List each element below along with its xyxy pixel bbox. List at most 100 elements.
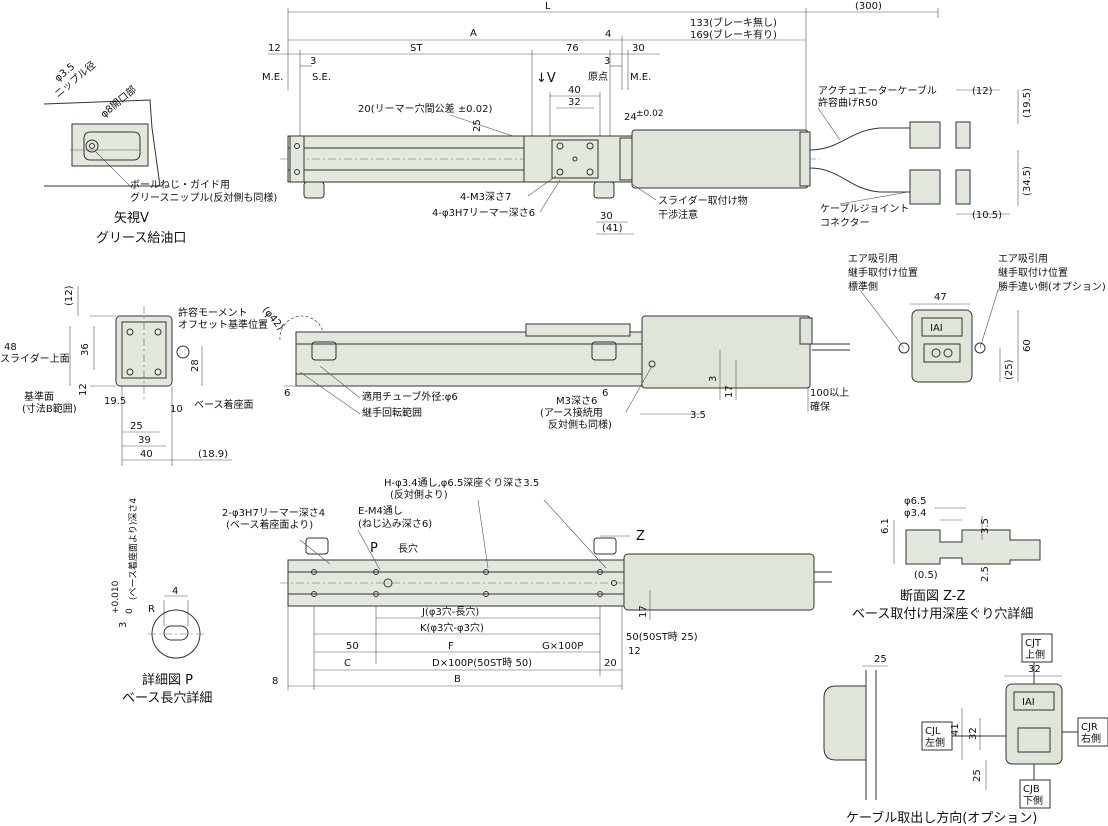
m3-note-1: M3深さ6 bbox=[556, 395, 597, 407]
view-v-title-1: 矢視V bbox=[114, 211, 149, 226]
dim-39: 39 bbox=[138, 435, 151, 446]
air-left-3: 標準側 bbox=[848, 280, 878, 293]
slot-label: 長穴 bbox=[398, 542, 418, 555]
detail-P-marker: P bbox=[370, 541, 378, 556]
reamer-1: 2-φ3H7リーマー深さ4 bbox=[222, 507, 325, 519]
dim-19-5: (19.5) bbox=[1022, 88, 1033, 118]
h-holes-2: (反対側より) bbox=[390, 488, 448, 501]
cable-direction: 25 IAI 32 41 32 25 CJT 上側 CJL 左側 CJR 右側 … bbox=[823, 633, 1108, 826]
phi3h7-note: 4-φ3H7リーマー深さ6 bbox=[432, 207, 535, 219]
right-end-logo: IAI bbox=[930, 323, 943, 334]
dim-17: 17 bbox=[724, 385, 735, 398]
dim-12: 12 bbox=[628, 646, 641, 657]
dim-34-5: (34.5) bbox=[1022, 166, 1033, 196]
dim-L: L bbox=[545, 1, 551, 12]
dim-24-tol: ±0.02 bbox=[636, 109, 664, 119]
side-view: (φ42) 6 6 適用チューブ外径:φ6 継手回転範囲 M3深さ6 (アース接… bbox=[260, 305, 850, 431]
depth-note: (ベース着座面より)深さ4 bbox=[127, 498, 139, 600]
dim-32: 32 bbox=[568, 97, 581, 108]
dim-6b: 6 bbox=[602, 388, 608, 399]
cable-note-1: アクチュエーターケーブル bbox=[818, 84, 937, 97]
grease-note-1: ボールねじ・ガイド用 bbox=[130, 179, 230, 191]
dim-30: 30 bbox=[632, 43, 645, 54]
tol-zero: 0 bbox=[125, 608, 135, 614]
label-me-right: M.E. bbox=[630, 72, 651, 83]
cable-logo: IAI bbox=[1022, 697, 1035, 708]
view-v-arrow: ↓V bbox=[536, 71, 556, 86]
dim-17: 17 bbox=[638, 605, 649, 618]
slider-note-1: スライダー取付け物 bbox=[658, 194, 748, 207]
end-view: (12) 許容モーメント オフセット基準位置 48 スライダー上面 36 28 … bbox=[0, 285, 268, 466]
bend-note-1: 100以上 bbox=[810, 387, 849, 399]
view-v-detail: φ3.5 ニップル径 φ8開口部 ボールねじ・ガイド用 グリースニップル(反対側… bbox=[43, 58, 277, 246]
cjb-1: CJB bbox=[1023, 784, 1040, 795]
air-left-2: 継手取付け位置 bbox=[848, 266, 918, 279]
dim-76: 76 bbox=[566, 43, 579, 54]
cjr-1: CJR bbox=[1081, 722, 1098, 733]
h-holes-1: H-φ3.4通し,φ6.5深座ぐり深さ3.5 bbox=[384, 476, 539, 489]
dim-F: F bbox=[448, 641, 454, 652]
dim-4: 4 bbox=[172, 586, 178, 597]
air-left-1: エア吸引用 bbox=[848, 253, 898, 265]
dim-25: 25 bbox=[130, 421, 143, 432]
e-m4-1: E-M4通し bbox=[358, 505, 403, 517]
dim-50st: 50(50ST時 25) bbox=[626, 631, 698, 643]
m3-note-3: 反対側も同様) bbox=[548, 418, 612, 431]
section-zz-title-1: 断面図 Z-Z bbox=[900, 589, 966, 604]
dim-60: 60 bbox=[1022, 339, 1033, 352]
dim-3-5: 3.5 bbox=[980, 518, 991, 534]
dim-169: 169(ブレーキ有り) bbox=[690, 28, 777, 41]
dim-25p: (25) bbox=[1004, 359, 1015, 380]
air-right-1: エア吸引用 bbox=[998, 253, 1048, 265]
cjb-2: 下側 bbox=[1023, 794, 1043, 807]
label-origin: 原点 bbox=[588, 71, 608, 83]
view-v-title-2: グリース給油口 bbox=[96, 231, 186, 246]
cjt-2: 上側 bbox=[1025, 648, 1045, 661]
detail-p: 4 3 +0.010 0 (ベース着座面より)深さ4 R 詳細図 P ベース長穴… bbox=[111, 498, 212, 706]
dim-30b: 30 bbox=[600, 211, 613, 222]
dim-300: (300) bbox=[855, 1, 882, 12]
dim-C: C bbox=[344, 658, 351, 669]
dim-40: 40 bbox=[568, 85, 581, 96]
dim-41: (41) bbox=[602, 223, 623, 234]
dim-32b: 32 bbox=[968, 727, 979, 740]
dim-40: 40 bbox=[140, 449, 153, 460]
dim-24: 24 bbox=[624, 112, 637, 123]
z-top: Z bbox=[636, 529, 645, 544]
ref-face-2: (寸法B範囲) bbox=[22, 402, 77, 415]
label-se: S.E. bbox=[312, 72, 331, 83]
dim-10: 10 bbox=[170, 404, 183, 415]
slider-top-label: スライダー上面 bbox=[0, 352, 70, 365]
dim-A: A bbox=[470, 28, 477, 39]
reamer-2: (ベース着座面より) bbox=[226, 518, 313, 531]
bend-note-2: 確保 bbox=[810, 400, 830, 413]
right-end-view: エア吸引用 継手取付け位置 標準側 エア吸引用 継手取付け位置 勝手違い側(オプ… bbox=[848, 253, 1106, 383]
dim-28: 28 bbox=[190, 359, 201, 372]
dim-18-9: (18.9) bbox=[198, 449, 228, 460]
dim-41: 41 bbox=[950, 723, 961, 736]
dim-D: D×100P(50ST時 50) bbox=[432, 657, 532, 669]
slider-note-2: 干渉注意 bbox=[658, 208, 698, 221]
detail-p-title-1: 詳細図 P bbox=[142, 672, 193, 688]
bottom-view: H-φ3.4通し,φ6.5深座ぐり深さ3.5 (反対側より) E-M4通し (ね… bbox=[222, 476, 832, 690]
phi3-4: φ3.4 bbox=[904, 508, 927, 519]
tube-note: 適用チューブ外径:φ6 bbox=[362, 390, 458, 403]
dim-3a: 3 bbox=[310, 56, 316, 67]
dim-6: 6 bbox=[284, 388, 290, 399]
dim-B: B bbox=[454, 674, 461, 685]
dim-8: 8 bbox=[272, 676, 278, 687]
moment-note-1: 許容モーメント bbox=[178, 306, 248, 319]
dim-12b: 12 bbox=[78, 383, 89, 396]
phi6-5: φ6.5 bbox=[904, 496, 927, 507]
dim-G: G×100P bbox=[542, 641, 583, 652]
dim-19-5: 19.5 bbox=[104, 396, 126, 407]
dim-25: 25 bbox=[874, 654, 887, 665]
dim-ST: ST bbox=[410, 43, 423, 54]
section-zz: φ6.5 φ3.4 6.1 3.5 2.5 (0.5) 断面図 Z-Z ベース取… bbox=[852, 496, 1041, 622]
tol-plus: +0.010 bbox=[111, 580, 121, 614]
dim-20: 20 bbox=[604, 658, 617, 669]
dim-36: 36 bbox=[80, 343, 91, 356]
dim-3b: 3 bbox=[604, 56, 610, 67]
dim-25b: 25 bbox=[972, 769, 983, 782]
